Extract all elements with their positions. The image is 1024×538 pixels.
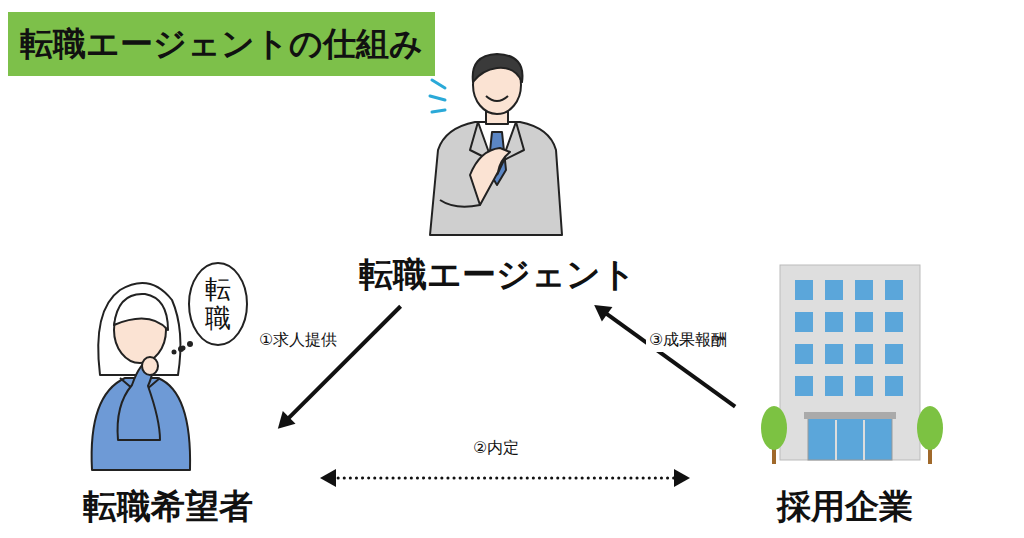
agent-figure [430,54,562,235]
node-label: 転職希望者 [83,484,253,530]
company-node: 採用企業 [740,260,950,530]
node-label: 採用企業 [777,484,913,530]
thought-dot [181,346,186,351]
agent-node: 転職エージェント [355,248,640,302]
edge-label: ①求人提供 [256,329,340,352]
job-seeker-node: 転職希望者 [60,290,275,530]
job-seeker-figure [92,283,191,470]
thought-dot [187,341,193,347]
edge-label: ②内定 [470,437,522,460]
arrow [594,305,735,407]
arrow [278,306,401,429]
node-label: 転職エージェント [359,252,636,298]
company-building [761,265,943,464]
title-text: 転職エージェントの仕組み [20,22,423,67]
node-label: 転職 [205,275,231,332]
edge-label: ③成果報酬 [646,329,730,352]
thought-bubble: 転職 [188,262,248,346]
dotted-arrow [320,469,690,487]
title-banner: 転職エージェントの仕組み [8,12,435,76]
